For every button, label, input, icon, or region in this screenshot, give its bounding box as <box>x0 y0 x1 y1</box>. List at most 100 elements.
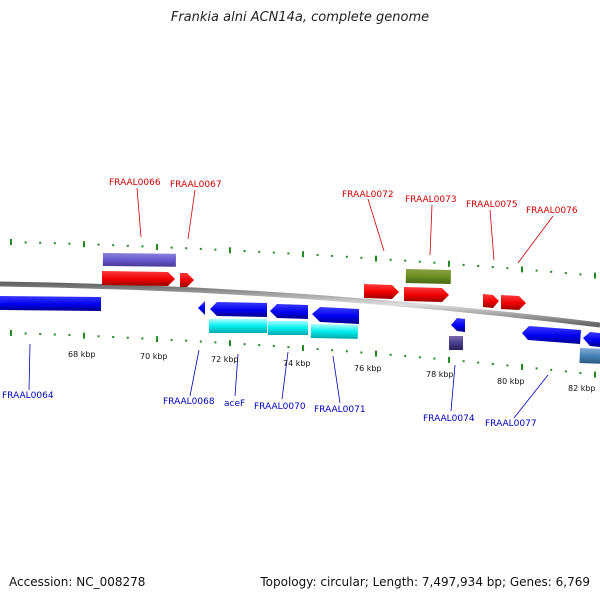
gene-fraal0074-arrow[interactable] <box>451 318 465 332</box>
gene-label-fraal0076[interactable]: FRAAL0076 <box>526 206 578 216</box>
gene-label-fraal0071[interactable]: FRAAL0071 <box>314 405 366 415</box>
gene-fraal0066-arrow[interactable] <box>102 271 175 286</box>
gene-label-fraal0077[interactable]: FRAAL0077 <box>485 419 537 429</box>
upper-minor-tick <box>418 260 421 263</box>
lower-minor-tick <box>39 333 42 335</box>
lower-minor-tick <box>462 360 465 363</box>
lower-major-tick <box>521 363 523 370</box>
scale-label: 74 kbp <box>283 359 311 368</box>
lower-minor-tick <box>68 334 71 337</box>
upper-minor-tick <box>404 259 407 262</box>
gene-fraal0066-feature-bar[interactable] <box>102 253 176 267</box>
upper-minor-tick <box>389 258 392 261</box>
gene-fraal0074-feature-bar[interactable] <box>449 336 463 350</box>
lower-minor-tick <box>477 361 480 364</box>
genome-backbone <box>0 281 600 328</box>
scale-label: 78 kbp <box>426 370 454 379</box>
upper-minor-tick <box>316 254 319 257</box>
gene-fraal0067-arrow[interactable] <box>180 273 194 287</box>
upper-minor-tick <box>97 243 100 246</box>
gene-fraal0078-arrow[interactable] <box>583 332 600 347</box>
lower-major-tick <box>156 336 158 343</box>
lower-minor-tick <box>112 336 115 338</box>
lower-minor-tick <box>491 363 494 365</box>
upper-minor-tick <box>564 272 567 275</box>
upper-minor-tick <box>199 247 202 250</box>
leader-line-fraal0072 <box>367 198 385 252</box>
upper-minor-tick <box>345 255 348 258</box>
gene-label-acef[interactable]: aceF <box>224 399 245 409</box>
upper-minor-tick <box>506 267 509 270</box>
gene-fraal0070-arrow[interactable] <box>270 304 308 319</box>
upper-minor-tick <box>185 247 188 250</box>
leader-line-fraal0071 <box>332 355 341 404</box>
upper-minor-tick <box>287 252 290 255</box>
gene-acef-feature-bar[interactable] <box>209 319 267 333</box>
gene-label-fraal0074[interactable]: FRAAL0074 <box>423 414 475 424</box>
upper-major-tick <box>521 266 523 273</box>
upper-major-tick <box>83 241 85 248</box>
upper-major-tick <box>10 239 12 245</box>
lower-minor-tick <box>418 356 421 359</box>
gene-fraal0078-feature-bar[interactable] <box>579 348 600 364</box>
upper-minor-tick <box>433 261 436 264</box>
gene-label-fraal0073[interactable]: FRAAL0073 <box>405 195 457 205</box>
lower-minor-tick <box>579 372 582 374</box>
gene-fraal0072-arrow[interactable] <box>364 284 399 299</box>
leader-line-fraal0074 <box>450 364 456 412</box>
lower-major-tick <box>375 350 377 357</box>
gene-acef-arrow[interactable] <box>210 302 267 317</box>
gene-fraal0075-arrow[interactable] <box>483 294 499 308</box>
accession-text: Accession: NC_008278 <box>9 575 146 589</box>
upper-minor-tick <box>126 244 129 247</box>
upper-minor-tick <box>170 246 173 249</box>
upper-minor-tick <box>24 241 27 244</box>
gene-fraal0071-arrow[interactable] <box>312 307 359 324</box>
gene-label-fraal0075[interactable]: FRAAL0075 <box>466 200 518 210</box>
lower-minor-tick <box>185 339 188 342</box>
upper-minor-tick <box>112 244 115 247</box>
lower-major-tick <box>229 340 231 347</box>
genome-stats-text: Topology: circular; Length: 7,497,934 bp… <box>260 575 590 589</box>
lower-minor-tick <box>316 348 319 351</box>
leader-line-fraal0073 <box>429 204 433 256</box>
lower-minor-tick <box>360 351 363 354</box>
scale-label: 68 kbp <box>68 350 96 359</box>
gene-label-fraal0070[interactable]: FRAAL0070 <box>254 402 306 412</box>
reverse-strand-genes <box>0 296 600 364</box>
gene-label-fraal0072[interactable]: FRAAL0072 <box>342 190 394 200</box>
lower-minor-tick <box>126 336 129 339</box>
leader-line-fraal0066 <box>136 187 142 238</box>
lower-major-tick <box>448 356 450 363</box>
scale-label: 76 kbp <box>354 364 382 373</box>
upper-major-tick <box>448 260 450 267</box>
gene-fraal0077-arrow[interactable] <box>522 326 581 344</box>
gene-label-fraal0067[interactable]: FRAAL0067 <box>170 180 222 190</box>
gene-fraal0071-feature-bar[interactable] <box>310 324 358 339</box>
lower-minor-tick <box>404 355 407 358</box>
gene-label-fraal0066[interactable]: FRAAL0066 <box>109 178 161 188</box>
lower-minor-tick <box>564 370 567 373</box>
upper-minor-tick <box>550 270 553 273</box>
lower-minor-tick <box>97 335 100 338</box>
gene-fraal0073-arrow[interactable] <box>404 287 449 302</box>
upper-minor-tick <box>39 241 42 244</box>
gene-fraal0076-arrow[interactable] <box>501 295 526 310</box>
upper-minor-tick <box>258 250 261 253</box>
upper-tick-ruler <box>10 239 596 279</box>
gene-label-fraal0068[interactable]: FRAAL0068 <box>163 397 215 407</box>
gene-fraal0064-arrow[interactable] <box>0 296 101 311</box>
scale-label: 80 kbp <box>497 377 525 386</box>
leader-line-fraal0075 <box>489 209 495 261</box>
gene-label-fraal0064[interactable]: FRAAL0064 <box>2 391 54 401</box>
gene-fraal0070-feature-bar[interactable] <box>268 321 308 335</box>
lower-major-tick <box>83 332 85 339</box>
gene-fraal0068-arrow[interactable] <box>198 301 205 315</box>
upper-minor-tick <box>477 265 480 267</box>
lower-minor-tick <box>141 337 144 340</box>
lower-minor-tick <box>243 343 246 346</box>
lower-major-tick <box>302 345 304 352</box>
lower-minor-tick <box>199 340 202 343</box>
gene-fraal0073-feature-bar[interactable] <box>405 269 451 284</box>
